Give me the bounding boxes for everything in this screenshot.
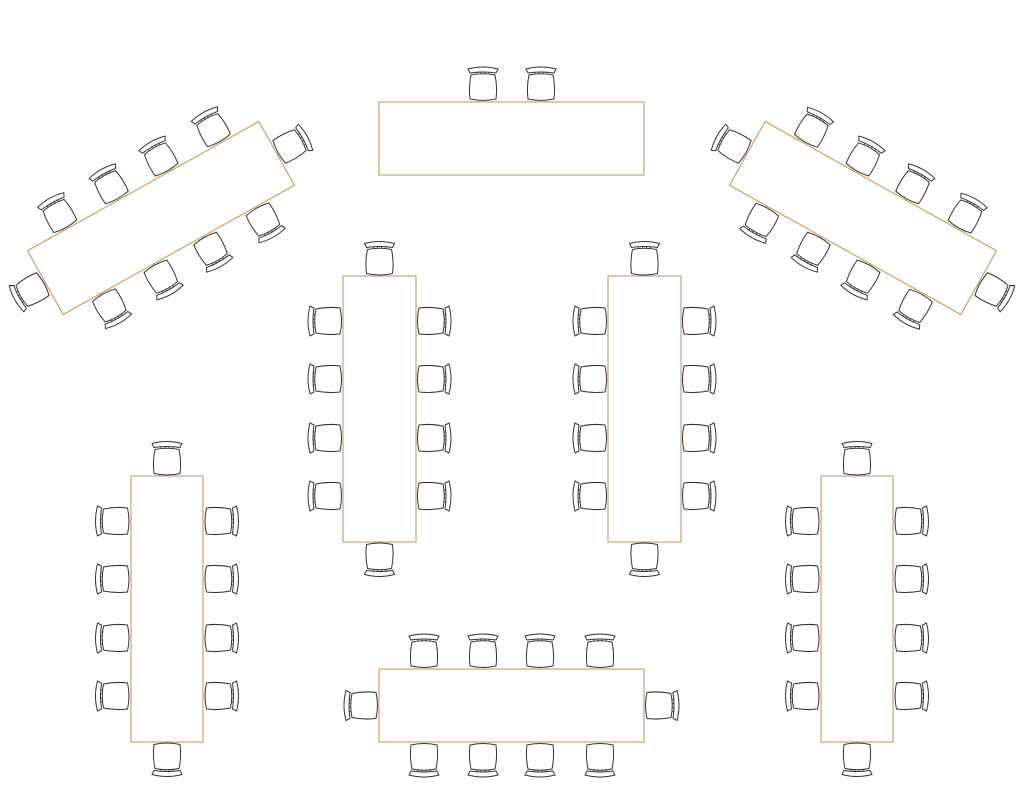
chair-icon <box>243 200 287 246</box>
chair-icon <box>972 269 1018 314</box>
chair-icon <box>151 441 183 476</box>
chair-icon <box>945 190 989 236</box>
chair-icon <box>190 229 235 275</box>
chair-icon <box>891 286 936 332</box>
chair-icon <box>682 480 717 512</box>
table-upper-left-angled-group <box>6 104 316 331</box>
chair-icon <box>841 441 873 476</box>
table-bottom <box>378 668 645 743</box>
chair-icon <box>841 742 873 777</box>
chair-icon <box>629 542 660 577</box>
chair-icon <box>843 133 887 179</box>
chair-icon <box>467 66 499 101</box>
chair-icon <box>525 66 557 101</box>
table-lower-right <box>820 475 894 743</box>
chair-icon <box>785 563 820 595</box>
chair-icon <box>584 633 616 668</box>
chair-icon <box>307 363 342 395</box>
table-center-left <box>342 275 417 543</box>
chair-icon <box>645 690 680 721</box>
chair-icon <box>95 680 130 712</box>
chair-icon <box>785 505 820 537</box>
table-bottom-group <box>343 633 680 778</box>
table-center-right <box>607 275 682 543</box>
chair-icon <box>137 133 181 179</box>
table-upper-right-angled <box>728 120 998 316</box>
chair-icon <box>572 363 607 395</box>
chair-icon <box>682 305 717 337</box>
chair-icon <box>364 542 395 577</box>
chair-icon <box>467 743 499 778</box>
chair-icon <box>408 633 440 668</box>
chair-icon <box>343 690 378 721</box>
chair-icon <box>789 229 834 275</box>
chair-icon <box>572 422 607 454</box>
chair-icon <box>36 190 80 236</box>
chair-icon <box>151 742 183 777</box>
chair-icon <box>708 122 754 167</box>
chair-icon <box>467 633 499 668</box>
chair-icon <box>892 161 937 207</box>
chair-icon <box>87 161 132 207</box>
chair-icon <box>682 363 717 395</box>
chair-icon <box>307 422 342 454</box>
table-top-group <box>378 66 645 176</box>
table-center-left-group <box>307 241 452 577</box>
chair-icon <box>785 680 820 712</box>
table-upper-right-angled-group <box>708 105 1018 332</box>
chair-icon <box>894 563 929 595</box>
chair-icon <box>524 633 556 668</box>
chair-icon <box>682 422 717 454</box>
chair-icon <box>364 241 395 276</box>
chair-icon <box>204 505 239 537</box>
chair-icon <box>417 363 452 395</box>
table-upper-left-angled <box>26 120 296 316</box>
chair-icon <box>791 105 836 150</box>
chair-icon <box>894 622 929 654</box>
chair-icon <box>738 200 782 246</box>
chair-icon <box>307 305 342 337</box>
chair-icon <box>785 622 820 654</box>
chair-icon <box>89 286 134 331</box>
chair-icon <box>307 480 342 512</box>
chair-icon <box>141 257 185 303</box>
chair-icon <box>584 743 616 778</box>
table-lower-left <box>130 475 204 743</box>
chair-icon <box>270 122 316 167</box>
chair-icon <box>417 422 452 454</box>
table-top <box>378 101 645 176</box>
chair-icon <box>839 257 883 303</box>
chair-icon <box>572 305 607 337</box>
chair-icon <box>629 241 660 276</box>
chair-icon <box>95 563 130 595</box>
chair-icon <box>417 480 452 512</box>
table-center-right-group <box>572 241 717 577</box>
table-lower-right-group <box>785 441 929 777</box>
chair-icon <box>408 743 440 778</box>
chair-icon <box>894 505 929 537</box>
chair-icon <box>204 563 239 595</box>
table-lower-left-group <box>95 441 239 777</box>
chair-icon <box>95 622 130 654</box>
chair-icon <box>189 104 234 150</box>
chair-icon <box>524 743 556 778</box>
chair-icon <box>204 680 239 712</box>
chair-icon <box>204 622 239 654</box>
chair-icon <box>6 269 52 314</box>
chair-icon <box>894 680 929 712</box>
chair-icon <box>95 505 130 537</box>
chair-icon <box>417 305 452 337</box>
chair-icon <box>572 480 607 512</box>
